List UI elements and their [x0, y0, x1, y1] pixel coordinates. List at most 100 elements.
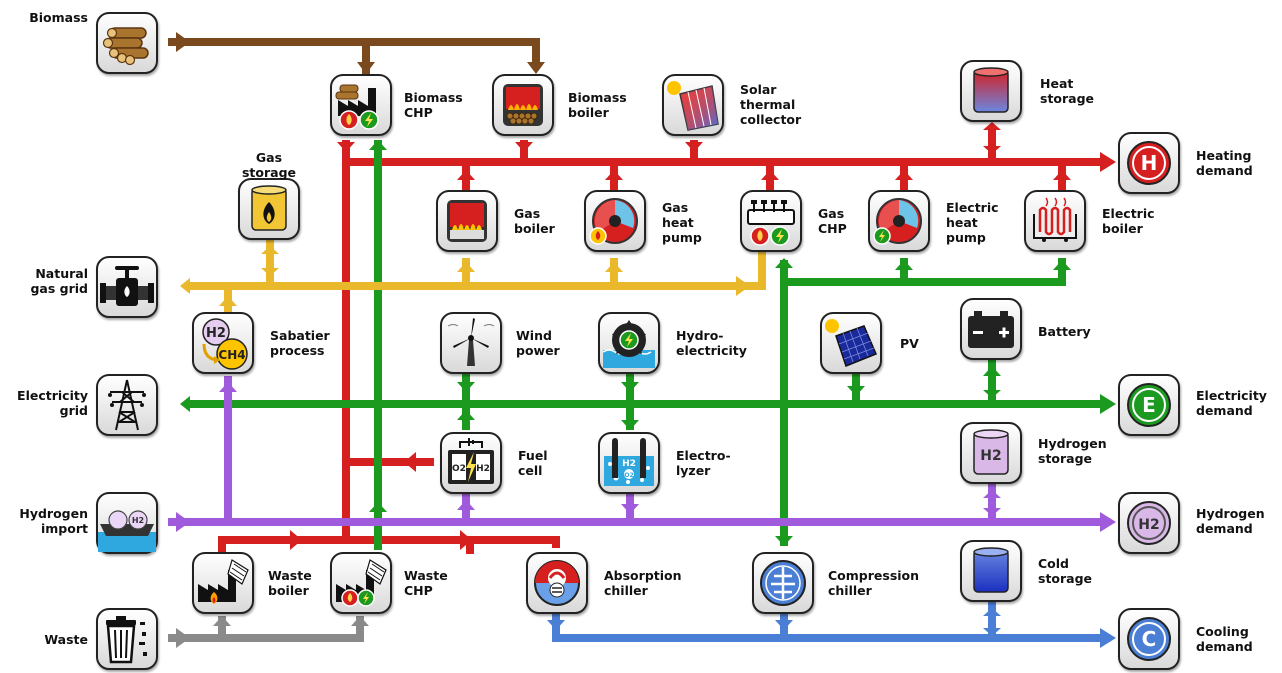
biomass-box[interactable] — [96, 12, 158, 74]
cooling-demand-box[interactable]: C — [1118, 608, 1180, 670]
h2-text: H2 — [206, 326, 226, 341]
hydrogen-demand-icon: H2 — [1127, 501, 1171, 545]
heat-letter: H — [1141, 151, 1158, 175]
solar-panel-icon — [825, 319, 877, 367]
wind-turbine-icon — [447, 318, 495, 366]
gas-chp-label: Gas CHP — [818, 206, 847, 236]
cooling-demand-label: Cooling demand — [1196, 624, 1253, 654]
heating-demand-label: Heating demand — [1196, 148, 1253, 178]
electric-heat-pump-icon — [873, 198, 922, 245]
wind-power-label: Wind power — [516, 328, 560, 358]
hydrogen-tank-icon: H2 — [973, 429, 1009, 475]
logs-icon — [102, 27, 149, 66]
heat-storage-label: Heat storage — [1040, 76, 1095, 106]
hydroelectricity-box[interactable] — [598, 312, 660, 374]
biomass-boiler-label: Biomass boiler — [568, 90, 627, 120]
natural-gas-grid-label: Natural gas grid — [30, 266, 88, 296]
hydrogen-demand-label: Hydrogen demand — [1196, 506, 1265, 536]
pv-box[interactable] — [820, 312, 882, 374]
gas-valve-icon — [100, 266, 154, 306]
o2-electrolyzer-text: O2 — [624, 472, 633, 479]
hydrogen-import-box[interactable]: H2 — [96, 492, 158, 554]
waste-boiler-icon — [198, 559, 249, 604]
o2-text: O2 — [452, 464, 466, 474]
heat-demand-icon: H — [1127, 141, 1171, 185]
electricity-demand-icon: E — [1127, 383, 1171, 427]
cooling-demand-icon: C — [1127, 617, 1171, 661]
biomass-label: Biomass — [29, 10, 88, 25]
waste-chp-icon — [336, 559, 387, 607]
battery-box[interactable] — [960, 298, 1022, 360]
sabatier-label: Sabatier process — [270, 328, 330, 358]
absorption-chiller-icon — [534, 560, 580, 606]
cooling-flows — [552, 600, 1108, 642]
h2-storage-text: H2 — [980, 448, 1001, 464]
waste-boiler-label: Waste boiler — [268, 568, 312, 598]
electric-boiler-icon — [1033, 197, 1077, 242]
electricity-letter: E — [1142, 393, 1156, 417]
wind-power-box[interactable] — [440, 312, 502, 374]
electric-boiler-box[interactable] — [1024, 190, 1086, 252]
compression-chiller-icon — [760, 560, 806, 606]
tanker-ship-icon: H2 — [98, 510, 156, 552]
fuel-cell-label: Fuel cell — [518, 448, 548, 478]
biomass-chp-label: Biomass CHP — [404, 90, 463, 120]
pv-label: PV — [900, 336, 919, 351]
electrolyzer-icon: H2 O2 — [604, 438, 654, 486]
compression-chiller-label: Compression chiller — [828, 568, 920, 598]
h2-electrolyzer-text: H2 — [622, 459, 636, 469]
gas-boiler-box[interactable] — [436, 190, 498, 252]
waste-flows — [168, 616, 364, 642]
compression-chiller-box[interactable] — [752, 552, 814, 614]
solar-thermal-label: Solar thermal collector — [740, 82, 802, 127]
absorption-chiller-box[interactable] — [526, 552, 588, 614]
electricity-grid-box[interactable] — [96, 374, 158, 436]
biomass-chp-box[interactable] — [330, 74, 392, 136]
electric-heat-pump-box[interactable] — [868, 190, 930, 252]
waste-box[interactable] — [96, 608, 158, 670]
gas-storage-box[interactable] — [238, 178, 300, 240]
heat-tank-icon — [973, 67, 1009, 113]
gas-boiler-label: Gas boiler — [514, 206, 555, 236]
fuel-cell-box[interactable]: O2 H2 — [440, 432, 502, 494]
electrolyzer-label: Electro- lyzer — [676, 448, 731, 478]
hydroelectricity-label: Hydro- electricity — [676, 328, 747, 358]
waste-chp-label: Waste CHP — [404, 568, 448, 598]
sabatier-box[interactable]: H2 CH4 — [192, 312, 254, 374]
solar-collector-icon — [667, 81, 719, 131]
absorption-chiller-label: Absorption chiller — [604, 568, 682, 598]
gas-boiler-icon — [447, 200, 487, 242]
hydrogen-storage-box[interactable]: H2 — [960, 422, 1022, 484]
biomass-boiler-icon — [503, 84, 543, 126]
natural-gas-grid-box[interactable] — [96, 256, 158, 318]
electric-heat-pump-label: Electric heat pump — [946, 200, 999, 245]
engine-icon — [747, 200, 795, 246]
electricity-demand-box[interactable]: E — [1118, 374, 1180, 436]
electricity-demand-label: Electricity demand — [1196, 388, 1267, 418]
waste-boiler-box[interactable] — [192, 552, 254, 614]
hydrogen-import-label: Hydrogen import — [19, 506, 88, 536]
gas-storage-label: Gas storage — [241, 150, 297, 180]
gas-heat-pump-box[interactable] — [584, 190, 646, 252]
battery-icon — [968, 311, 1014, 348]
power-pylon-icon — [108, 379, 146, 431]
heat-storage-box[interactable] — [960, 60, 1022, 122]
hydrogen-demand-box[interactable]: H2 — [1118, 492, 1180, 554]
sabatier-icon: H2 CH4 — [202, 318, 248, 370]
gas-chp-box[interactable] — [740, 190, 802, 252]
biomass-boiler-box[interactable] — [492, 74, 554, 136]
electrolyzer-box[interactable]: H2 O2 — [598, 432, 660, 494]
gas-heat-pump-label: Gas heat pump — [662, 200, 702, 245]
heating-demand-box[interactable]: H — [1118, 132, 1180, 194]
ch4-text: CH4 — [218, 348, 245, 362]
solar-thermal-box[interactable] — [662, 74, 724, 136]
gas-tank-icon — [251, 185, 287, 231]
h2-demand-text: H2 — [1138, 517, 1159, 533]
waste-chp-box[interactable] — [330, 552, 392, 614]
trash-bin-icon — [106, 616, 147, 664]
water-turbine-icon — [602, 320, 655, 368]
h2-ship-text: H2 — [132, 516, 144, 525]
h2-fuel-text: H2 — [476, 464, 490, 474]
cold-storage-box[interactable] — [960, 540, 1022, 602]
